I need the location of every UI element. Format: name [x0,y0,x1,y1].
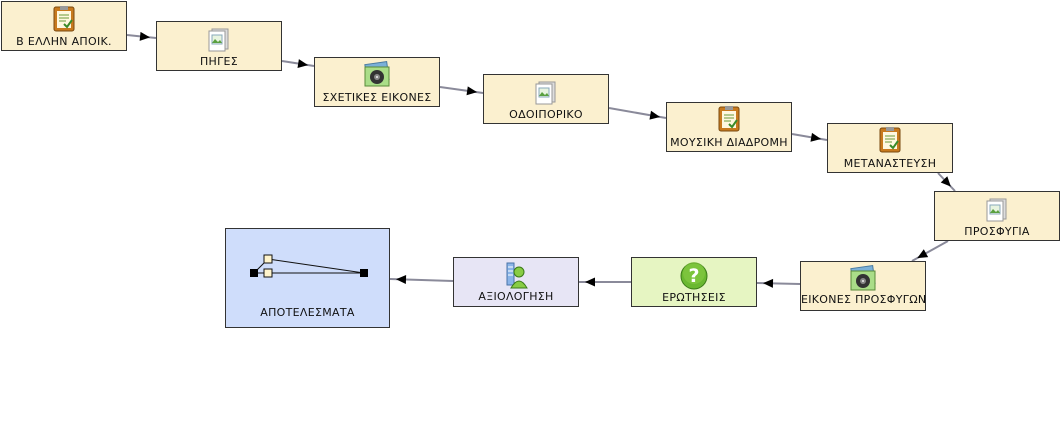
node-label: ΕΙΚΟΝΕΣ ΠΡΟΣΦΥΓΩΝ [801,293,927,306]
edge-line [281,60,315,67]
node-label: ΣΧΕΤΙΚΕΣ ΕΙΚΟΝΕΣ [322,91,432,104]
edge-line [791,133,828,141]
document-image-icon [533,79,559,105]
notepad-icon [52,6,76,32]
edge-arrowhead [297,59,309,68]
node-prosfygia[interactable]: ΠΡΟΣΦΥΓΙΑ [934,191,1060,241]
node-erwthseis[interactable]: ? ΕΡΩΤΗΣΕΙΣ [631,257,757,307]
node-apotelesmata[interactable]: ΑΠΟΤΕΛΕΣΜΑΤΑ [225,228,390,328]
photo-film-icon [362,61,392,89]
document-image-icon [206,26,232,52]
node-label: ΑΠΟΤΕΛΕΣΜΑΤΑ [260,306,355,319]
node-sxetikes-eikones[interactable]: ΣΧΕΤΙΚΕΣ ΕΙΚΟΝΕΣ [314,57,440,107]
edge-arrowhead [139,31,151,41]
edge-arrowhead [649,110,661,120]
photo-film-icon [848,265,878,293]
node-label: Β ΕΛΛΗΝ ΑΠΟΙΚ. [16,35,112,48]
node-label: ΕΡΩΤΗΣΕΙΣ [662,291,726,304]
node-odoiporiko[interactable]: ΟΔΟΙΠΟΡΙΚΟ [483,74,609,124]
node-label: ΠΡΟΣΦΥΓΙΑ [964,225,1030,238]
edge-arrowhead [395,275,407,285]
edge-arrowhead [466,86,478,96]
edge-arrowhead [917,249,929,259]
question-icon: ? [679,261,709,291]
edge-arrowhead [762,278,774,288]
node-mousikh-diadromh[interactable]: ΜΟΥΣΙΚΗ ΔΙΑΔΡΟΜΗ [666,102,792,152]
node-eikones-prosfygwn[interactable]: ΕΙΚΟΝΕΣ ΠΡΟΣΦΥΓΩΝ [800,261,926,311]
document-image-icon [984,196,1010,222]
node-axiologhsh[interactable]: ΑΞΙΟΛΟΓΗΣΗ [453,257,579,307]
node-label: ΜΕΤΑΝΑΣΤΕΥΣΗ [843,157,937,170]
edge-arrowhead [585,277,595,287]
node-piges[interactable]: ΠΗΓΕΣ [156,21,282,71]
edge-arrowhead [940,176,951,187]
node-metanasteysh[interactable]: ΜΕΤΑΝΑΣΤΕΥΣΗ [827,123,953,173]
node-label: ΟΔΟΙΠΟΡΙΚΟ [509,108,583,121]
node-label: ΠΗΓΕΣ [199,55,239,68]
user-evaluation-icon [503,261,529,289]
notepad-icon [878,127,902,153]
node-label: ΑΞΙΟΛΟΓΗΣΗ [478,290,554,303]
results-graph-icon [248,251,368,285]
edge-arrowhead [810,132,822,142]
node-b-ellhn-apoik[interactable]: Β ΕΛΛΗΝ ΑΠΟΙΚ. [1,1,127,51]
node-label: ΜΟΥΣΙΚΗ ΔΙΑΔΡΟΜΗ [670,136,788,149]
svg-text:?: ? [688,265,699,287]
notepad-icon [717,106,741,132]
